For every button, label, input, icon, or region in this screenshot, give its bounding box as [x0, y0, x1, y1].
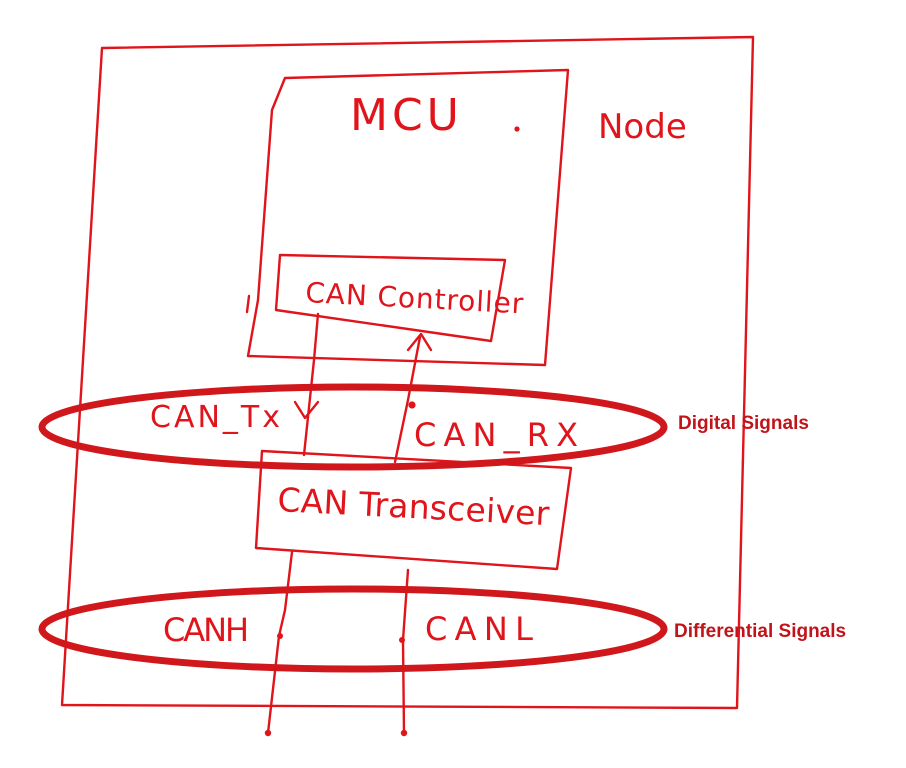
can-rx-arrowhead [406, 332, 433, 352]
node-boundary [60, 35, 755, 710]
canh-end-dot [264, 729, 272, 737]
can-transceiver-label: CAN Transceiver [277, 480, 551, 533]
can-rx-dot [408, 401, 416, 409]
mcu-box [246, 68, 570, 367]
canh-label: CANH [163, 611, 249, 649]
canl-wire [401, 568, 410, 735]
can-tx-line [302, 312, 320, 457]
digital-signals-annotation: Digital Signals [678, 413, 809, 434]
can-controller-box [274, 253, 507, 343]
can-tx-arrowhead [293, 400, 320, 420]
mcu-dot [514, 126, 520, 132]
node-label: Node [598, 107, 687, 147]
canl-end-dot [400, 729, 408, 737]
canh-dot [277, 633, 283, 639]
can-tx-label: CAN_Tx [150, 400, 280, 435]
mcu-label: MCU [350, 90, 463, 141]
can-rx-label: CAN_RX [414, 416, 578, 454]
differential-signals-ellipse [38, 585, 668, 673]
canh-wire [266, 550, 294, 735]
differential-signals-annotation: Differential Signals [674, 621, 847, 642]
canl-dot [399, 637, 405, 643]
canl-label: CANL [425, 610, 533, 648]
can-rx-line [393, 335, 422, 464]
can-controller-label: CAN Controller [305, 276, 525, 320]
digital-signals-ellipse [38, 383, 668, 471]
mcu-box-tick [245, 294, 251, 314]
